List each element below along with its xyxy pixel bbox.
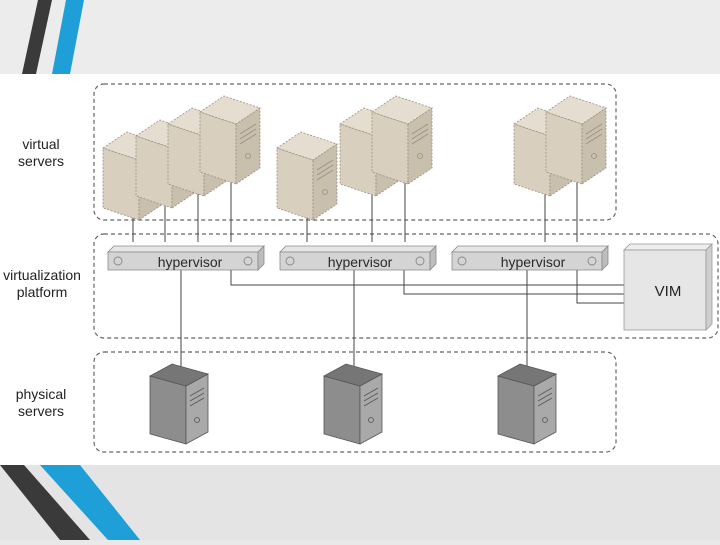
slide-bottom-band	[0, 465, 720, 540]
vim-box: VIM	[624, 244, 712, 330]
vim-label: VIM	[655, 283, 682, 300]
architecture-diagram: hypervisor hypervisor hypervisor VIM	[0, 74, 720, 465]
vim-connectors	[231, 270, 628, 303]
virtual-server	[546, 96, 606, 184]
physical-server	[150, 364, 208, 444]
virtual-server	[277, 132, 337, 220]
hypervisor-3-label: hypervisor	[501, 254, 566, 270]
diagram-area: virtual servers virtualization platform …	[0, 74, 720, 465]
slide-corner-decoration-bottom	[0, 465, 720, 540]
hypervisor-2-label: hypervisor	[328, 254, 393, 270]
slide-top-band	[0, 0, 720, 74]
virtual-server	[200, 96, 260, 184]
dark-stripe	[22, 0, 52, 74]
hypervisor-2: hypervisor	[280, 246, 436, 270]
hypervisor-1: hypervisor	[108, 246, 264, 270]
blue-stripe	[52, 0, 84, 74]
hypervisor-3: hypervisor	[452, 246, 608, 270]
physical-server	[324, 364, 382, 444]
hypervisor-1-label: hypervisor	[158, 254, 223, 270]
slide-corner-decoration-top	[0, 0, 720, 74]
physical-server	[498, 364, 556, 444]
virtual-server	[372, 96, 432, 184]
